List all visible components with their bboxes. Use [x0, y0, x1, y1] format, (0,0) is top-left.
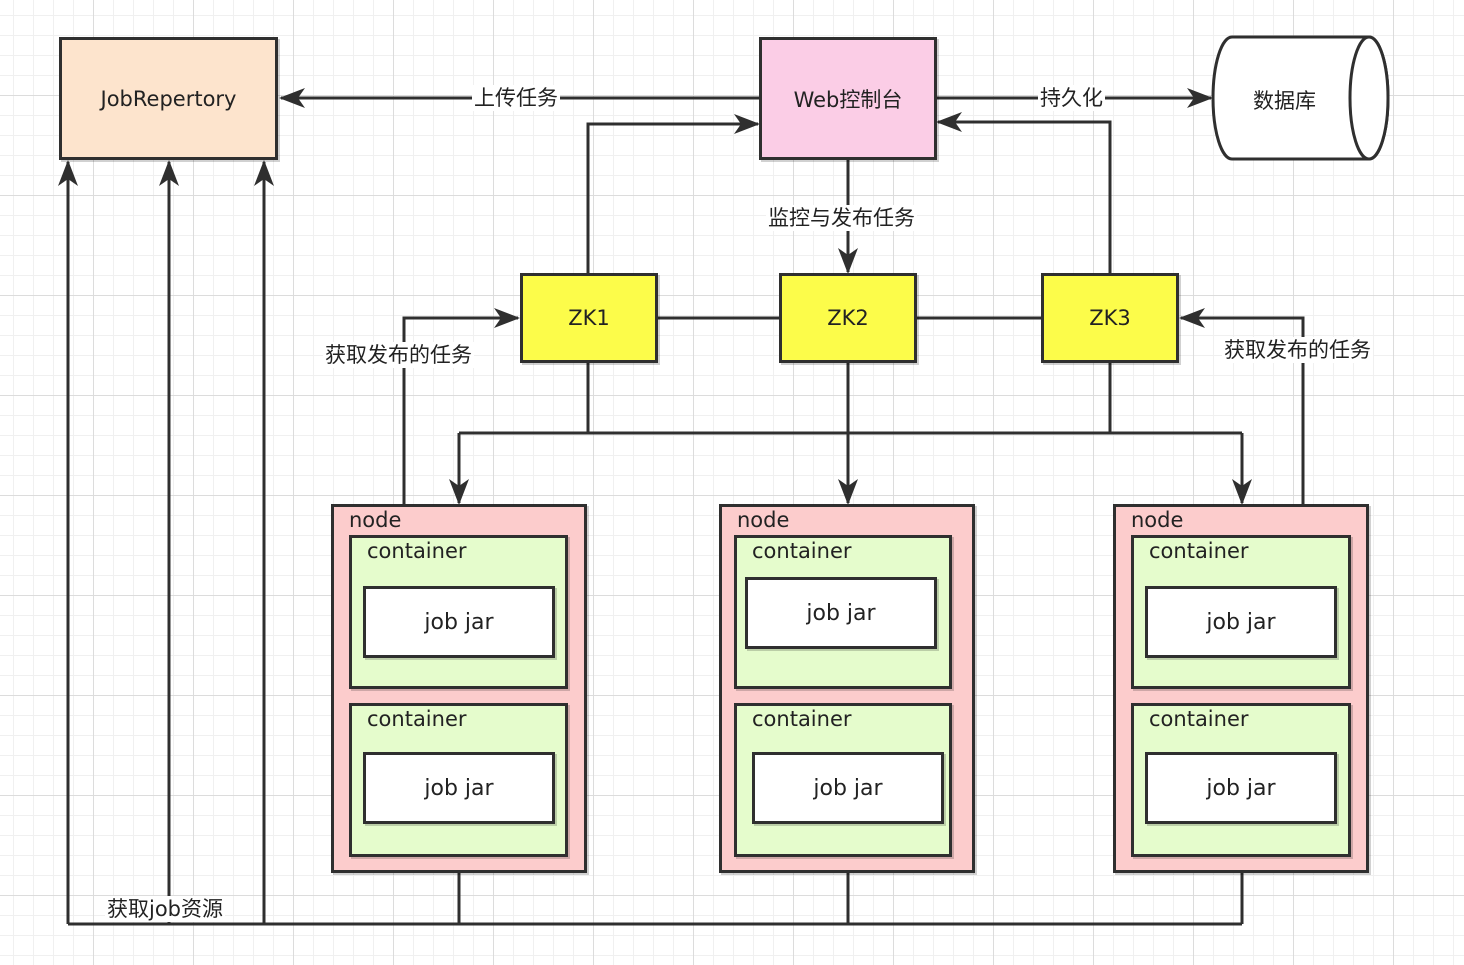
node-label: node [737, 508, 790, 532]
edge-node3-fetch [1179, 308, 1305, 505]
node-label: node [349, 508, 402, 532]
container-label: container [752, 539, 852, 563]
zk2-label: ZK2 [827, 306, 869, 330]
fetch-task-right-label: 获取发布的任务 [1222, 337, 1373, 363]
node-label: node [1131, 508, 1184, 532]
edge-zk3-to-web [936, 112, 1112, 274]
job-jar-box[interactable]: job jar [363, 586, 555, 658]
job-jar-label: job jar [424, 609, 494, 635]
job-repertory-box[interactable]: JobRepertory [59, 37, 278, 160]
job-jar-label: job jar [424, 775, 494, 801]
zk2-box[interactable]: ZK2 [779, 273, 917, 363]
job-jar-box[interactable]: job jar [363, 752, 555, 824]
persist-label: 持久化 [1038, 85, 1105, 111]
job-jar-label: job jar [806, 600, 876, 626]
job-jar-box[interactable]: job jar [752, 752, 944, 824]
zk3-box[interactable]: ZK3 [1041, 273, 1179, 363]
database-label: 数据库 [1253, 89, 1316, 113]
upload-task-label: 上传任务 [472, 85, 560, 111]
database-cylinder [1211, 35, 1390, 161]
job-jar-box[interactable]: job jar [1145, 752, 1337, 824]
job-jar-box[interactable]: job jar [745, 577, 937, 649]
edge-zk1-to-web [586, 114, 760, 274]
web-console-box[interactable]: Web控制台 [759, 37, 937, 160]
zk1-label: ZK1 [568, 306, 610, 330]
job-jar-label: job jar [1206, 775, 1276, 801]
job-jar-label: job jar [813, 775, 883, 801]
monitor-publish-label: 监控与发布任务 [766, 205, 917, 231]
job-repertory-label: JobRepertory [100, 86, 237, 111]
zk3-label: ZK3 [1089, 306, 1131, 330]
container-label: container [752, 707, 852, 731]
container-label: container [1149, 707, 1249, 731]
fetch-job-resource-label: 获取job资源 [105, 896, 226, 922]
fetch-task-left-label: 获取发布的任务 [323, 342, 474, 368]
web-console-label: Web控制台 [793, 87, 903, 112]
container-label: container [367, 707, 467, 731]
edge-node1-fetch [402, 308, 520, 505]
zk1-box[interactable]: ZK1 [520, 273, 658, 363]
container-label: container [1149, 539, 1249, 563]
job-jar-label: job jar [1206, 609, 1276, 635]
container-label: container [367, 539, 467, 563]
job-jar-box[interactable]: job jar [1145, 586, 1337, 658]
